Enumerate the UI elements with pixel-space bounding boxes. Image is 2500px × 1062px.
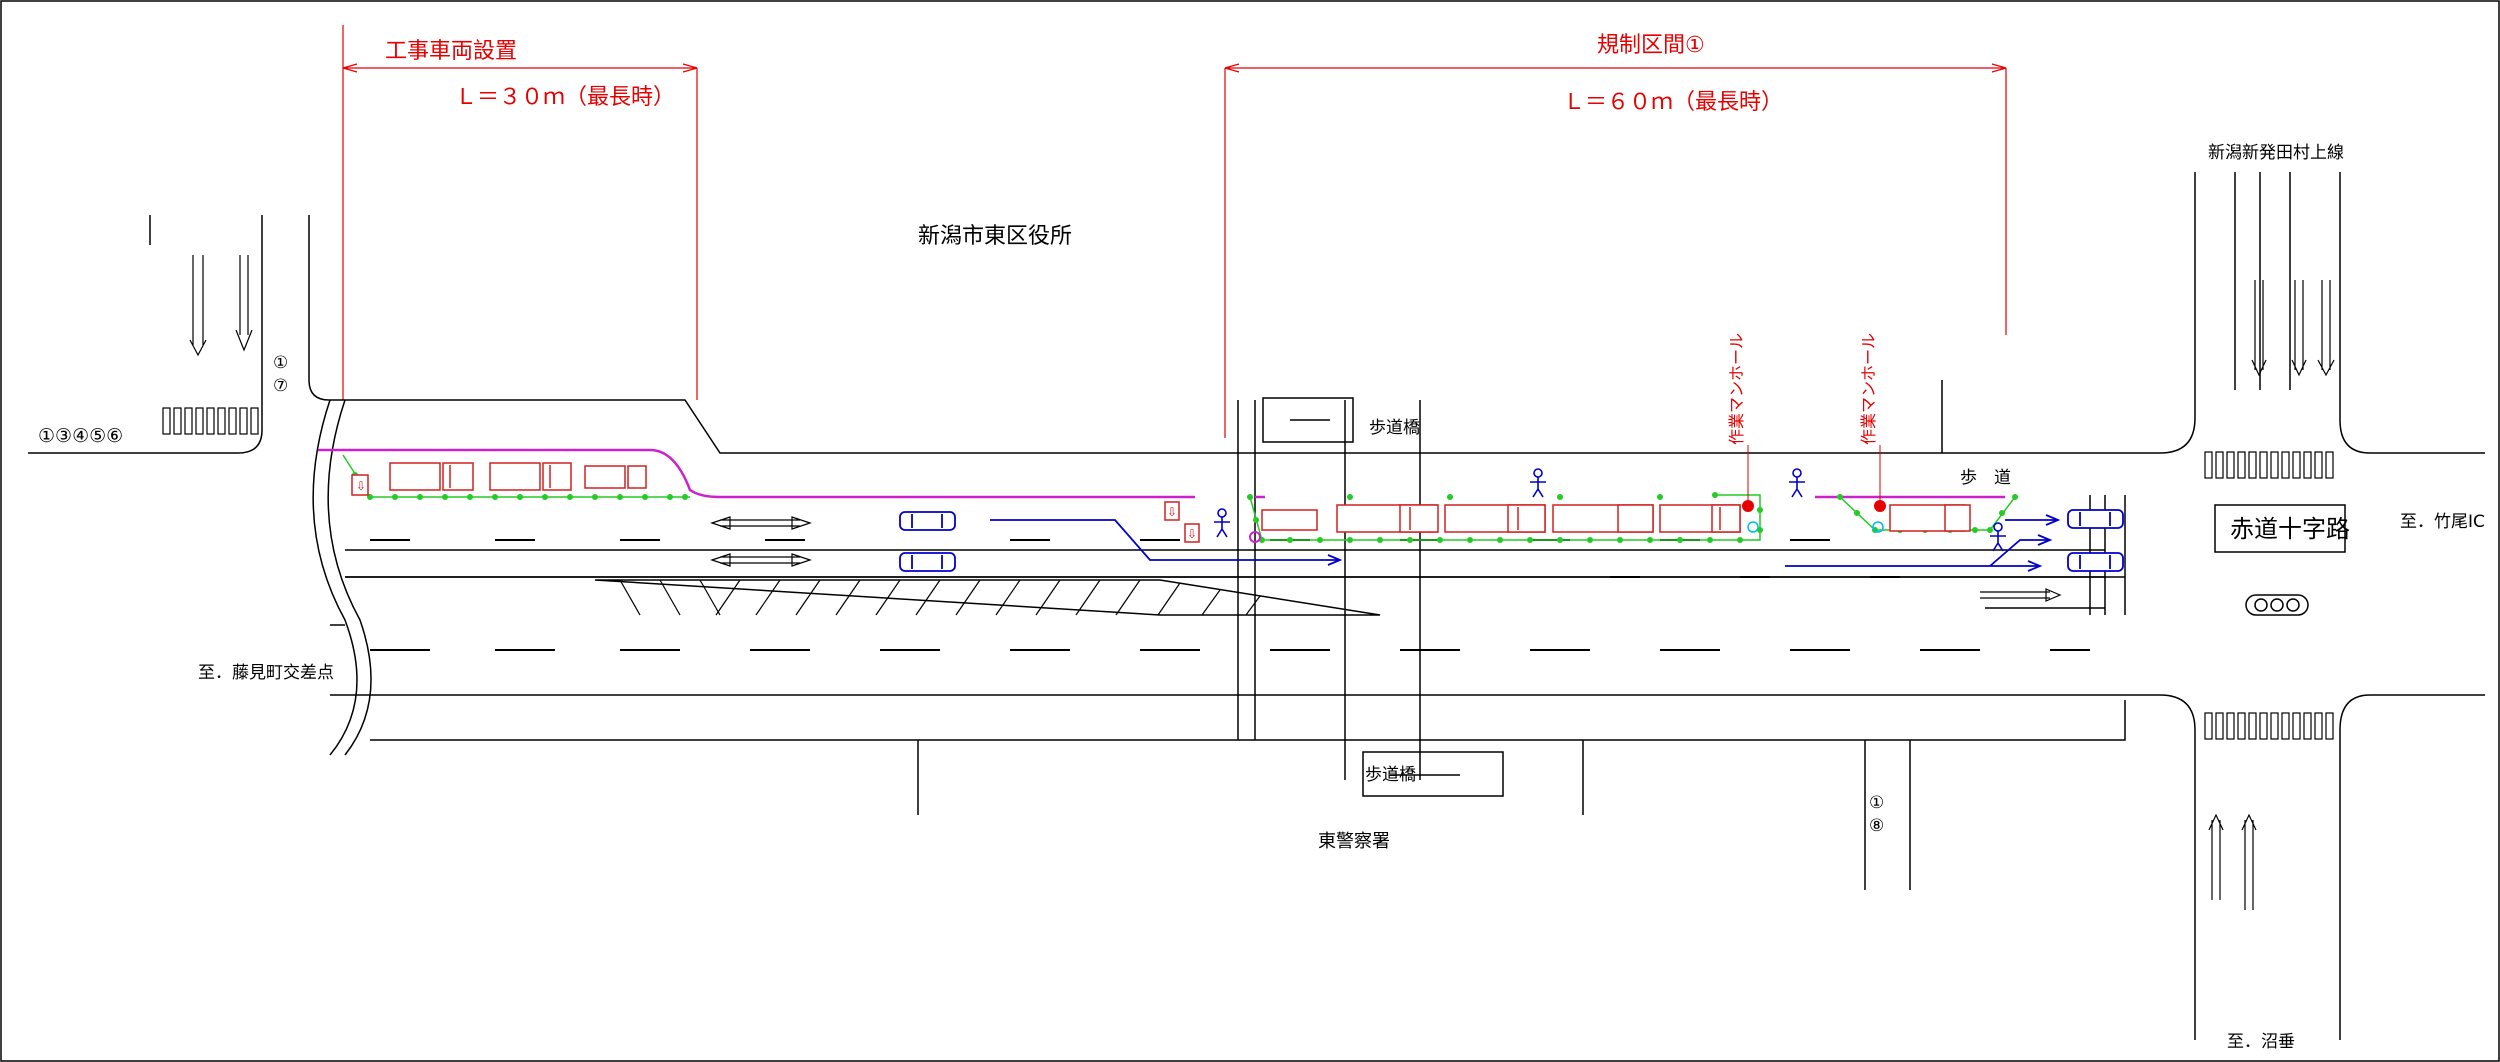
hatched-median [594,579,1381,616]
work-vehicle [389,462,474,491]
direction-left: 至．藤見町交差点 [198,663,334,683]
route-marker-top-2: ⑦ [273,376,288,396]
work-vehicle-length: Ｌ＝３０ｍ（最長時） [455,85,675,110]
svg-text:⇩: ⇩ [1167,505,1177,519]
dimension-lines [342,25,2007,438]
lane-arrows [189,255,2335,910]
arrow-board: ⇩ [1164,501,1180,521]
footbridge-top-label: 歩道橋 [1369,418,1420,438]
work-vehicle [489,462,572,491]
traffic-flow [990,514,2061,572]
crosswalks [162,407,2334,740]
work-vehicle [1261,509,1318,531]
svg-text:⇩: ⇩ [1187,527,1197,541]
manhole-marker [1249,531,1261,543]
pedestrian-path [318,448,2005,499]
work-vehicle-title: 工事車両設置 [385,39,517,64]
lamp-icons [1747,521,1884,533]
road-outlines [28,172,2485,1040]
direction-bottom: 至．沼垂 [2227,1032,2295,1052]
car [899,511,956,531]
manhole-label-2: 作業マンホール [1859,333,1878,445]
regulated-title: 規制区間① [1597,33,1705,58]
intersection-label: 赤道十字路 [2230,515,2350,543]
work-vehicle [1336,504,1439,533]
route-marker-bottom-1: ① [1869,793,1884,813]
sidewalk-label: 歩 道 [1960,468,2011,488]
work-vehicle [1444,504,1546,533]
flagger [1530,468,1546,498]
route-marker-bottom-2: ⑧ [1869,816,1884,836]
route-marker-top-1: ① [273,353,288,373]
ward-office-label: 新潟市東区役所 [918,224,1072,249]
crosswalk-top-right [2204,451,2334,479]
arrow-board: ⇩ [351,474,369,496]
work-vehicle [1889,504,1971,532]
car [899,552,956,572]
vehicles [899,509,2124,572]
intersection-box [2214,504,2346,553]
svg-text:⇩: ⇩ [356,479,366,493]
crosswalk-bottom-right [2204,712,2334,740]
police-label: 東警察署 [1318,831,1390,852]
arrow-board: ⇩ [1184,523,1200,543]
work-vehicle [1659,504,1741,533]
flagger [1990,522,2006,552]
flagger [1789,468,1805,498]
car [2067,509,2124,529]
work-vehicles: ⇩ ⇩ ⇩ [351,462,1971,543]
work-vehicle [1552,504,1654,533]
route-marker-left: ①③④⑤⑥ [38,425,123,447]
crosswalk-left [162,407,259,435]
footbridge-bottom-label: 歩道橋 [1365,765,1416,785]
flagger [1214,508,1230,538]
work-vehicle [584,465,647,489]
upper-line-label: 新潟新発田村上線 [2208,143,2344,163]
regulated-length: Ｌ＝６０ｍ（最長時） [1563,90,1783,115]
flaggers [1214,468,2006,552]
direction-right: 至．竹尾IC [2400,512,2485,532]
car [2067,552,2124,572]
manhole-label-1: 作業マンホール [1727,333,1746,445]
traffic-signal-icon [2245,594,2309,616]
